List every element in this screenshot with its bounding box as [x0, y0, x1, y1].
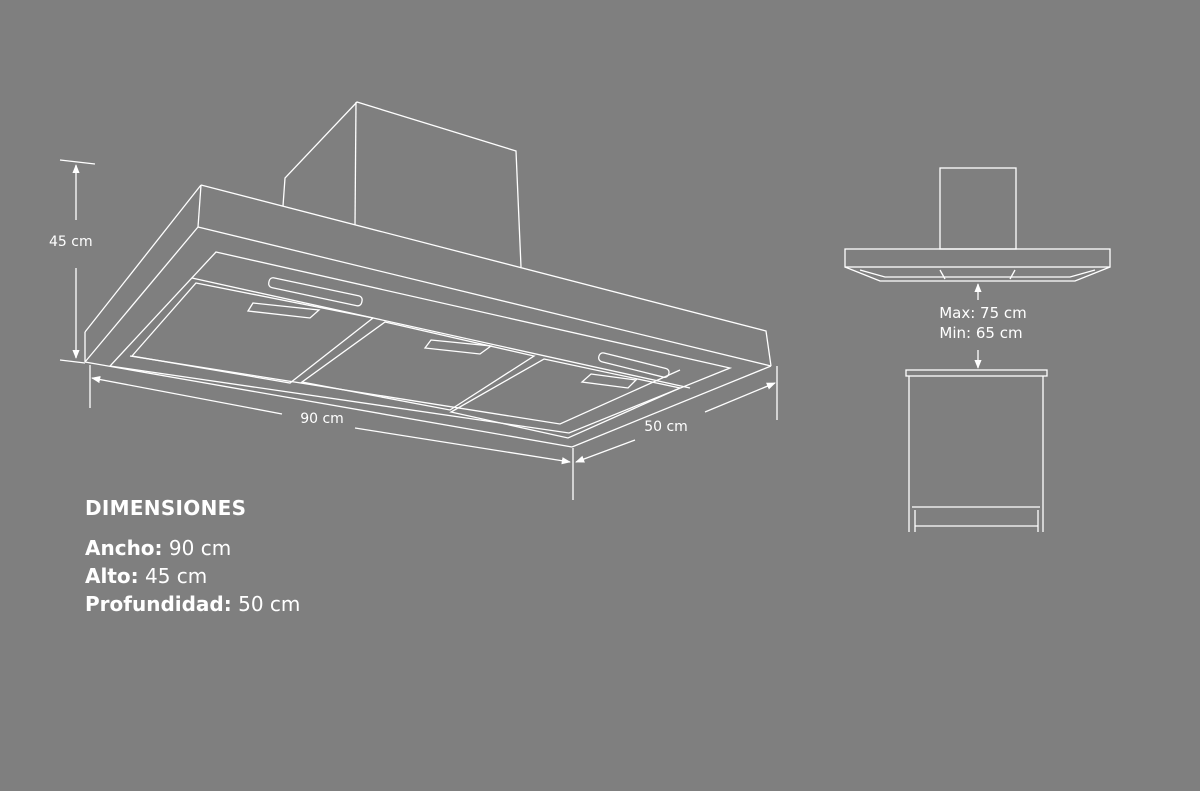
spec-value: 90 cm — [162, 536, 232, 560]
countertop — [905, 369, 1048, 377]
chimney-duct — [282, 101, 522, 268]
spec-label: Ancho: — [85, 536, 163, 560]
filter-handle — [423, 339, 493, 355]
filter-handle — [580, 373, 638, 389]
spec-height: Alto: 45 cm — [85, 564, 207, 588]
grease-filter — [130, 282, 375, 384]
cabinet — [908, 376, 1044, 532]
max-height-label: Max: 75 cm — [939, 304, 1027, 322]
hood-body-front — [844, 248, 1111, 268]
filter-handle — [246, 302, 321, 319]
height-dimension — [59, 159, 96, 364]
specs-title: DIMENSIONES — [85, 496, 247, 520]
spec-label: Alto: — [85, 564, 139, 588]
hood-underside — [108, 251, 733, 439]
hood-perspective-drawing — [59, 101, 778, 500]
width-label: 90 cm — [300, 411, 344, 427]
spec-label: Profundidad: — [85, 592, 232, 616]
height-label: 45 cm — [49, 234, 93, 250]
spec-depth: Profundidad: 50 cm — [85, 592, 300, 616]
spec-value: 45 cm — [138, 564, 208, 588]
chimney-front — [939, 167, 1017, 250]
light-panel — [268, 277, 363, 307]
depth-label: 50 cm — [644, 419, 688, 435]
depth-dimension — [575, 366, 778, 463]
grease-filter — [449, 358, 683, 439]
width-dimension — [89, 365, 574, 500]
min-height-label: Min: 65 cm — [939, 324, 1023, 342]
hood-body — [84, 184, 772, 448]
spec-value: 50 cm — [231, 592, 301, 616]
hood-front-view — [844, 167, 1111, 532]
grease-filter — [300, 321, 536, 411]
spec-width: Ancho: 90 cm — [85, 536, 231, 560]
light-panel — [598, 352, 670, 378]
